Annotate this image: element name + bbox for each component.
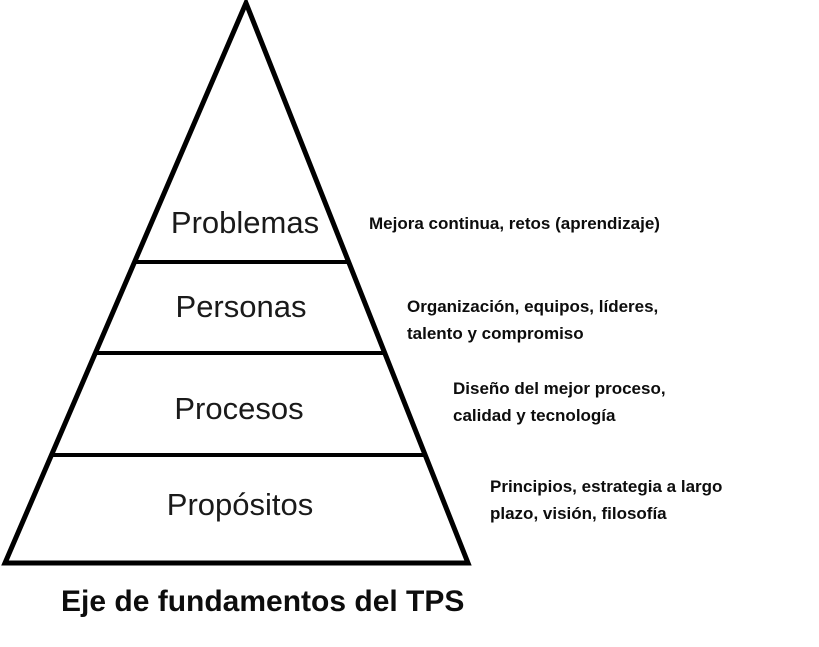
level-label-propositos: Propósitos: [166, 487, 314, 522]
level-label-procesos: Procesos: [174, 391, 304, 426]
annotation-personas: Organización, equipos, líderes, talento …: [407, 297, 659, 343]
annotation-problemas: Mejora continua, retos (aprendizaje): [369, 214, 660, 233]
level-label-problemas: Problemas: [170, 205, 320, 240]
pyramid-outline: [1, 0, 472, 566]
level-label-personas: Personas: [175, 289, 307, 324]
annotation-procesos: Diseño del mejor proceso, calidad y tecn…: [453, 379, 666, 425]
diagram-caption: Eje de fundamentos del TPS: [61, 585, 465, 618]
annotation-propositos: Principios, estrategia a largo plazo, vi…: [490, 477, 723, 523]
